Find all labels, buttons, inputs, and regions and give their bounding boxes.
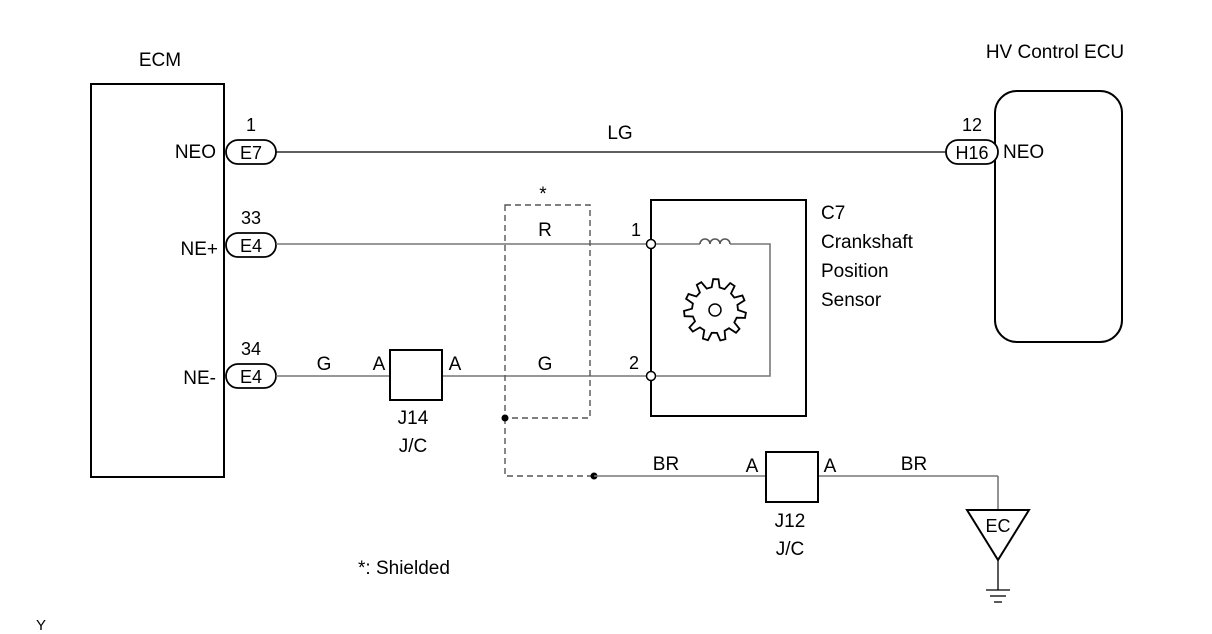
pin-number-33: 33 xyxy=(241,208,261,228)
hv-ecu-title: HV Control ECU xyxy=(986,42,1124,63)
ground-triangle-icon xyxy=(965,509,1031,562)
junction-j12: A A J12 J/C xyxy=(746,451,837,560)
hv-ecu-box xyxy=(994,90,1123,343)
wire-color-lg: LG xyxy=(607,123,632,144)
wire-color-br-right: BR xyxy=(901,454,927,475)
sensor-name-line-2: Position xyxy=(821,261,889,282)
hv-control-ecu-block: HV Control ECU NEO H16 12 xyxy=(945,42,1124,343)
j12-box xyxy=(765,451,819,503)
sensor-pin-2: 2 xyxy=(629,353,639,373)
sensor-terminal-2 xyxy=(645,370,657,382)
ecm-box xyxy=(90,83,225,478)
ecm-title: ECM xyxy=(139,50,181,71)
connector-e7-label: E7 xyxy=(240,143,262,163)
shield-marker: * xyxy=(539,184,547,205)
ground-label: EC xyxy=(985,516,1010,536)
shield-junction-dot xyxy=(501,414,509,422)
connector-h16 xyxy=(945,139,999,165)
shield-drain xyxy=(504,418,594,477)
wire-color-r: R xyxy=(538,220,552,241)
sensor-name-line-1: Crankshaft xyxy=(821,232,914,253)
j14-type: J/C xyxy=(399,436,428,457)
hv-ecu-pin-label: NEO xyxy=(1003,142,1044,163)
sensor-pin-1: 1 xyxy=(631,220,641,240)
connector-e4-label: E4 xyxy=(240,367,262,387)
ecm-connector-e4-ne-plus: E4 33 xyxy=(225,208,277,258)
pin-number-1: 1 xyxy=(246,115,256,135)
shield: * xyxy=(501,184,598,480)
junction-j14: A A J14 J/C xyxy=(373,349,462,457)
j12-name: J12 xyxy=(775,511,806,532)
connector-h16-label: H16 xyxy=(955,143,988,163)
j12-pin-right: A xyxy=(824,456,837,477)
wire-color-g-right: G xyxy=(538,354,553,375)
pin-number-12: 12 xyxy=(962,115,982,135)
ecm-block: ECM NEO NE+ NE- xyxy=(90,50,225,478)
sensor-code: C7 xyxy=(821,203,845,224)
shield-outline xyxy=(504,204,591,419)
j12-pin-left: A xyxy=(746,456,759,477)
wire-color-g-left: G xyxy=(317,354,332,375)
ecm-pin-label-neo: NEO xyxy=(175,142,216,163)
connector-e4-label: E4 xyxy=(240,236,262,256)
j14-box xyxy=(389,349,443,401)
ground-point-ec: EC xyxy=(965,509,1031,603)
ecm-pin-label-ne-minus: NE- xyxy=(183,368,216,389)
ecm-connector-e4-ne-minus: E4 34 xyxy=(225,339,277,389)
shield-note: *: Shielded xyxy=(358,558,450,579)
wire-color-br-left: BR xyxy=(653,454,679,475)
crankshaft-position-sensor: 1 2 C7 Crankshaft Position Sensor xyxy=(629,199,914,417)
pin-number-34: 34 xyxy=(241,339,261,359)
corner-mark: Y xyxy=(36,617,46,634)
ecm-pin-label-ne-plus: NE+ xyxy=(181,239,219,260)
j14-name: J14 xyxy=(398,408,429,429)
coil-icon xyxy=(699,238,731,245)
sensor-internal-return xyxy=(656,243,771,377)
j14-pin-left: A xyxy=(373,354,386,375)
sensor-name-line-3: Sensor xyxy=(821,290,882,311)
j14-pin-right: A xyxy=(449,354,462,375)
ecm-connector-e7: E7 1 xyxy=(225,115,277,165)
sensor-terminal-1 xyxy=(645,238,657,250)
gear-hub-icon xyxy=(708,303,722,317)
j12-type: J/C xyxy=(776,539,805,560)
